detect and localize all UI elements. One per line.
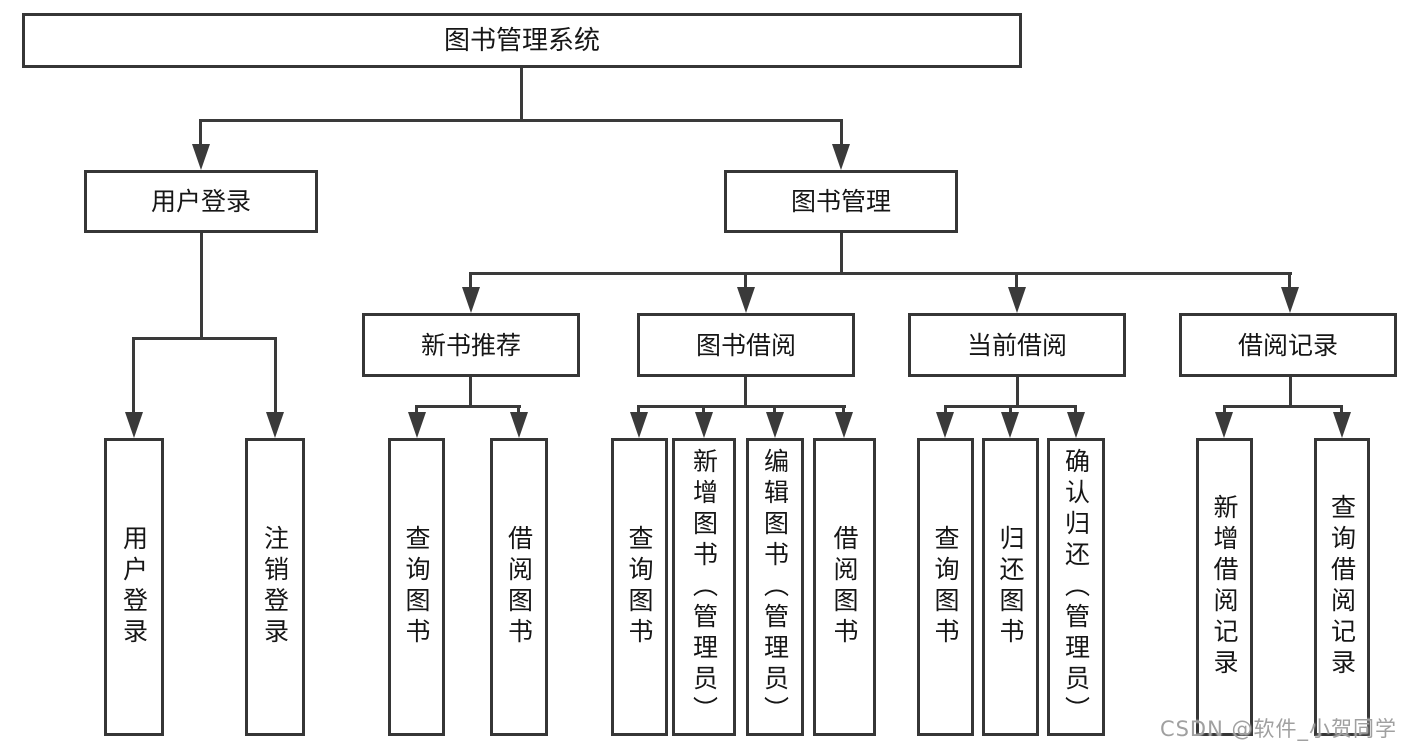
leaf-logout: 注销登录 bbox=[245, 438, 305, 736]
node-root: 图书管理系统 bbox=[22, 13, 1022, 68]
arrow-down-icon bbox=[630, 412, 648, 438]
node-label: 新增图书（管理员） bbox=[689, 447, 719, 727]
connector-vline bbox=[469, 275, 472, 289]
node-borrow-record: 借阅记录 bbox=[1179, 313, 1397, 377]
node-label: 查询图书 bbox=[402, 525, 431, 649]
leaf-return-book: 归还图书 bbox=[982, 438, 1039, 736]
node-label: 借阅图书 bbox=[830, 525, 859, 649]
node-book-management: 图书管理 bbox=[724, 170, 958, 233]
node-current-borrow: 当前借阅 bbox=[908, 313, 1126, 377]
connector-vline bbox=[199, 122, 202, 146]
connector-hline bbox=[637, 405, 846, 408]
connector-vline bbox=[200, 233, 203, 337]
connector-vline bbox=[274, 340, 277, 414]
arrow-down-icon bbox=[462, 287, 480, 313]
node-label: 归还图书 bbox=[996, 525, 1025, 649]
leaf-borrow-book-recommend: 借阅图书 bbox=[490, 438, 548, 736]
connector-vline bbox=[1074, 408, 1077, 414]
connector-hline bbox=[132, 337, 277, 340]
arrow-down-icon bbox=[737, 287, 755, 313]
connector-vline bbox=[842, 408, 845, 414]
node-label: 图书借阅 bbox=[695, 330, 796, 360]
leaf-query-book-recommend: 查询图书 bbox=[388, 438, 445, 736]
connector-vline bbox=[1223, 408, 1226, 414]
leaf-borrow-book: 借阅图书 bbox=[813, 438, 876, 736]
node-label: 查询图书 bbox=[625, 525, 654, 649]
connector-vline bbox=[1289, 377, 1292, 405]
node-label: 借阅图书 bbox=[504, 525, 534, 649]
node-label: 编辑图书（管理员） bbox=[760, 447, 790, 727]
node-label: 查询借阅记录 bbox=[1327, 494, 1357, 680]
connector-vline bbox=[469, 377, 472, 405]
arrow-down-icon bbox=[835, 412, 853, 438]
node-label: 用户登录 bbox=[119, 525, 149, 649]
connector-vline bbox=[1340, 408, 1343, 414]
leaf-query-borrow-record: 查询借阅记录 bbox=[1314, 438, 1370, 736]
connector-vline bbox=[637, 408, 640, 414]
node-user-login: 用户登录 bbox=[84, 170, 318, 233]
node-label: 新书推荐 bbox=[420, 330, 521, 360]
connector-vline bbox=[840, 233, 843, 272]
node-label: 借阅记录 bbox=[1237, 330, 1338, 360]
arrow-down-icon bbox=[936, 412, 954, 438]
node-label: 新增借阅记录 bbox=[1210, 494, 1239, 680]
leaf-user-login: 用户登录 bbox=[104, 438, 164, 736]
connector-vline bbox=[773, 408, 776, 414]
leaf-query-book-borrowing: 查询图书 bbox=[611, 438, 668, 736]
node-new-book-recommend: 新书推荐 bbox=[362, 313, 580, 377]
node-label: 查询图书 bbox=[931, 525, 960, 649]
arrow-down-icon bbox=[408, 412, 426, 438]
connector-vline bbox=[1288, 275, 1291, 289]
node-book-borrow: 图书借阅 bbox=[637, 313, 855, 377]
arrow-down-icon bbox=[266, 412, 284, 438]
connector-hline bbox=[1223, 405, 1343, 408]
connector-vline bbox=[517, 408, 520, 414]
leaf-add-borrow-record: 新增借阅记录 bbox=[1196, 438, 1253, 736]
node-label: 注销登录 bbox=[260, 525, 290, 649]
connector-hline bbox=[944, 405, 1077, 408]
connector-vline bbox=[944, 408, 947, 414]
arrow-down-icon bbox=[1281, 287, 1299, 313]
connector-vline bbox=[132, 340, 135, 414]
node-label: 当前借阅 bbox=[966, 330, 1067, 360]
leaf-add-book-admin: 新增图书（管理员） bbox=[672, 438, 736, 736]
arrow-down-icon bbox=[192, 144, 210, 170]
connector-vline bbox=[1016, 377, 1019, 405]
arrow-down-icon bbox=[1215, 412, 1233, 438]
connector-vline bbox=[744, 275, 747, 289]
connector-vline bbox=[415, 408, 418, 414]
connector-vline bbox=[702, 408, 705, 414]
node-label: 图书管理系统 bbox=[443, 25, 600, 56]
arrow-down-icon bbox=[766, 412, 784, 438]
node-label: 确认归还（管理员） bbox=[1061, 447, 1091, 727]
arrow-down-icon bbox=[695, 412, 713, 438]
arrow-down-icon bbox=[125, 412, 143, 438]
connector-vline bbox=[840, 122, 843, 146]
connector-vline bbox=[520, 68, 523, 119]
connector-hline bbox=[199, 119, 843, 122]
leaf-query-book-current: 查询图书 bbox=[917, 438, 974, 736]
watermark: CSDN @软件_小贺同学 bbox=[1159, 717, 1397, 741]
leaf-edit-book-admin: 编辑图书（管理员） bbox=[746, 438, 804, 736]
node-label: 用户登录 bbox=[150, 187, 251, 216]
arrow-down-icon bbox=[1008, 287, 1026, 313]
arrow-down-icon bbox=[832, 144, 850, 170]
node-label: 图书管理 bbox=[790, 187, 891, 216]
connector-vline bbox=[1015, 275, 1018, 289]
arrow-down-icon bbox=[1333, 412, 1351, 438]
connector-hline bbox=[469, 272, 1292, 275]
connector-vline bbox=[744, 377, 747, 405]
arrow-down-icon bbox=[1001, 412, 1019, 438]
connector-vline bbox=[1009, 408, 1012, 414]
connector-hline bbox=[415, 405, 521, 408]
arrow-down-icon bbox=[510, 412, 528, 438]
leaf-confirm-return-admin: 确认归还（管理员） bbox=[1047, 438, 1105, 736]
arrow-down-icon bbox=[1067, 412, 1085, 438]
